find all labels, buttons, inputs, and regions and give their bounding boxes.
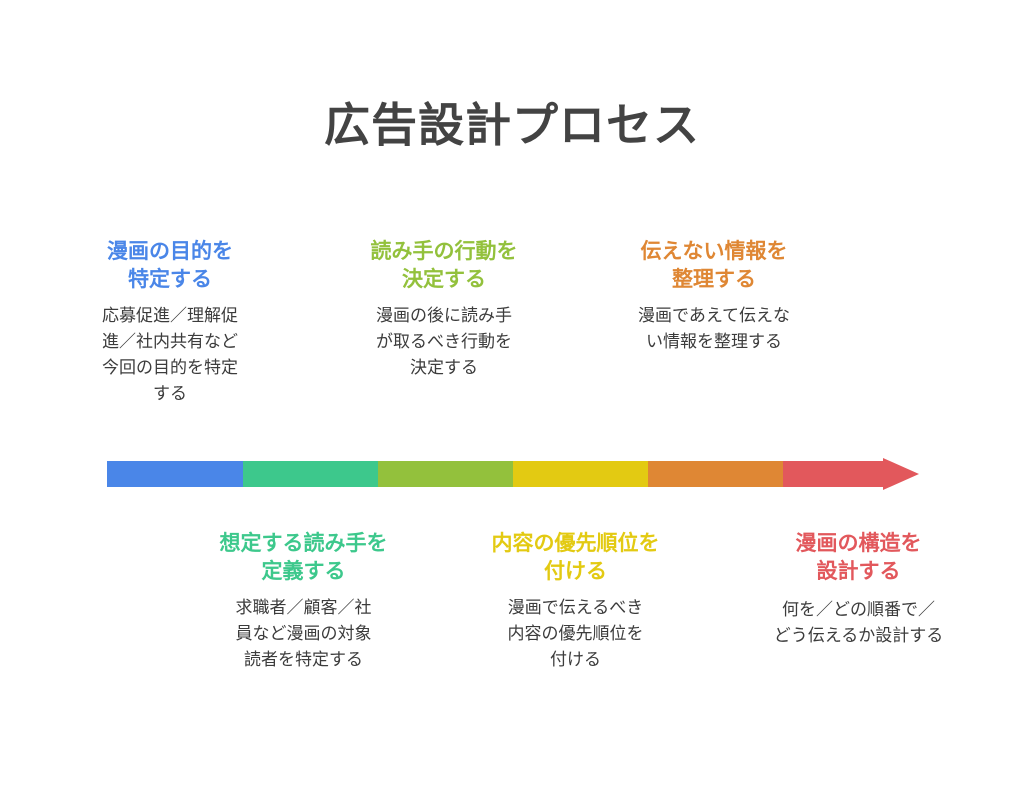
step-description-2: 求職者／顧客／社 員など漫画の対象 読者を特定する — [235, 598, 372, 670]
step-block-3: 読み手の行動を 決定する 漫画の後に読み手 が取るべき行動を 決定する — [330, 238, 558, 381]
step-block-1: 漫画の目的を 特定する 応募促進／理解促 進／社内共有など 今回の目的を特定 す… — [56, 238, 284, 407]
arrow-segment-2 — [243, 461, 378, 487]
arrow-segment-1 — [107, 461, 243, 487]
step-heading-2: 想定する読み手を 定義する — [219, 532, 388, 583]
step-heading-4: 内容の優先順位を 付ける — [491, 532, 660, 583]
step-description-1: 応募促進／理解促 進／社内共有など 今回の目的を特定 する — [102, 306, 238, 403]
arrow-segment-4 — [513, 461, 648, 487]
step-description-3: 漫画の後に読み手 が取るべき行動を 決定する — [376, 306, 512, 378]
process-arrow — [107, 458, 919, 490]
arrow-segment-6 — [783, 461, 883, 487]
step-heading-5: 伝えない情報を 整理する — [640, 240, 788, 291]
step-description-6: 何を／どの順番で／ どう伝えるか設計する — [773, 600, 944, 646]
step-description-5: 漫画であえて伝えな い情報を整理する — [638, 306, 790, 352]
step-block-2: 想定する読み手を 定義する 求職者／顧客／社 員など漫画の対象 読者を特定する — [179, 530, 428, 673]
step-heading-3: 読み手の行動を 決定する — [370, 240, 518, 291]
step-block-6: 漫画の構造を 設計する 何を／どの順番で／ どう伝えるか設計する — [730, 530, 987, 649]
arrow-head — [883, 458, 919, 490]
step-block-4: 内容の優先順位を 付ける 漫画で伝えるべき 内容の優先順位を 付ける — [455, 530, 696, 673]
arrow-segment-5 — [648, 461, 783, 487]
step-heading-6: 漫画の構造を 設計する — [795, 532, 922, 583]
page-title: 広告設計プロセス — [324, 99, 700, 151]
step-heading-1: 漫画の目的を 特定する — [107, 240, 233, 291]
step-description-4: 漫画で伝えるべき 内容の優先順位を 付ける — [507, 598, 644, 670]
arrow-segment-3 — [378, 461, 513, 487]
step-block-5: 伝えない情報を 整理する 漫画であえて伝えな い情報を整理する — [597, 238, 831, 355]
